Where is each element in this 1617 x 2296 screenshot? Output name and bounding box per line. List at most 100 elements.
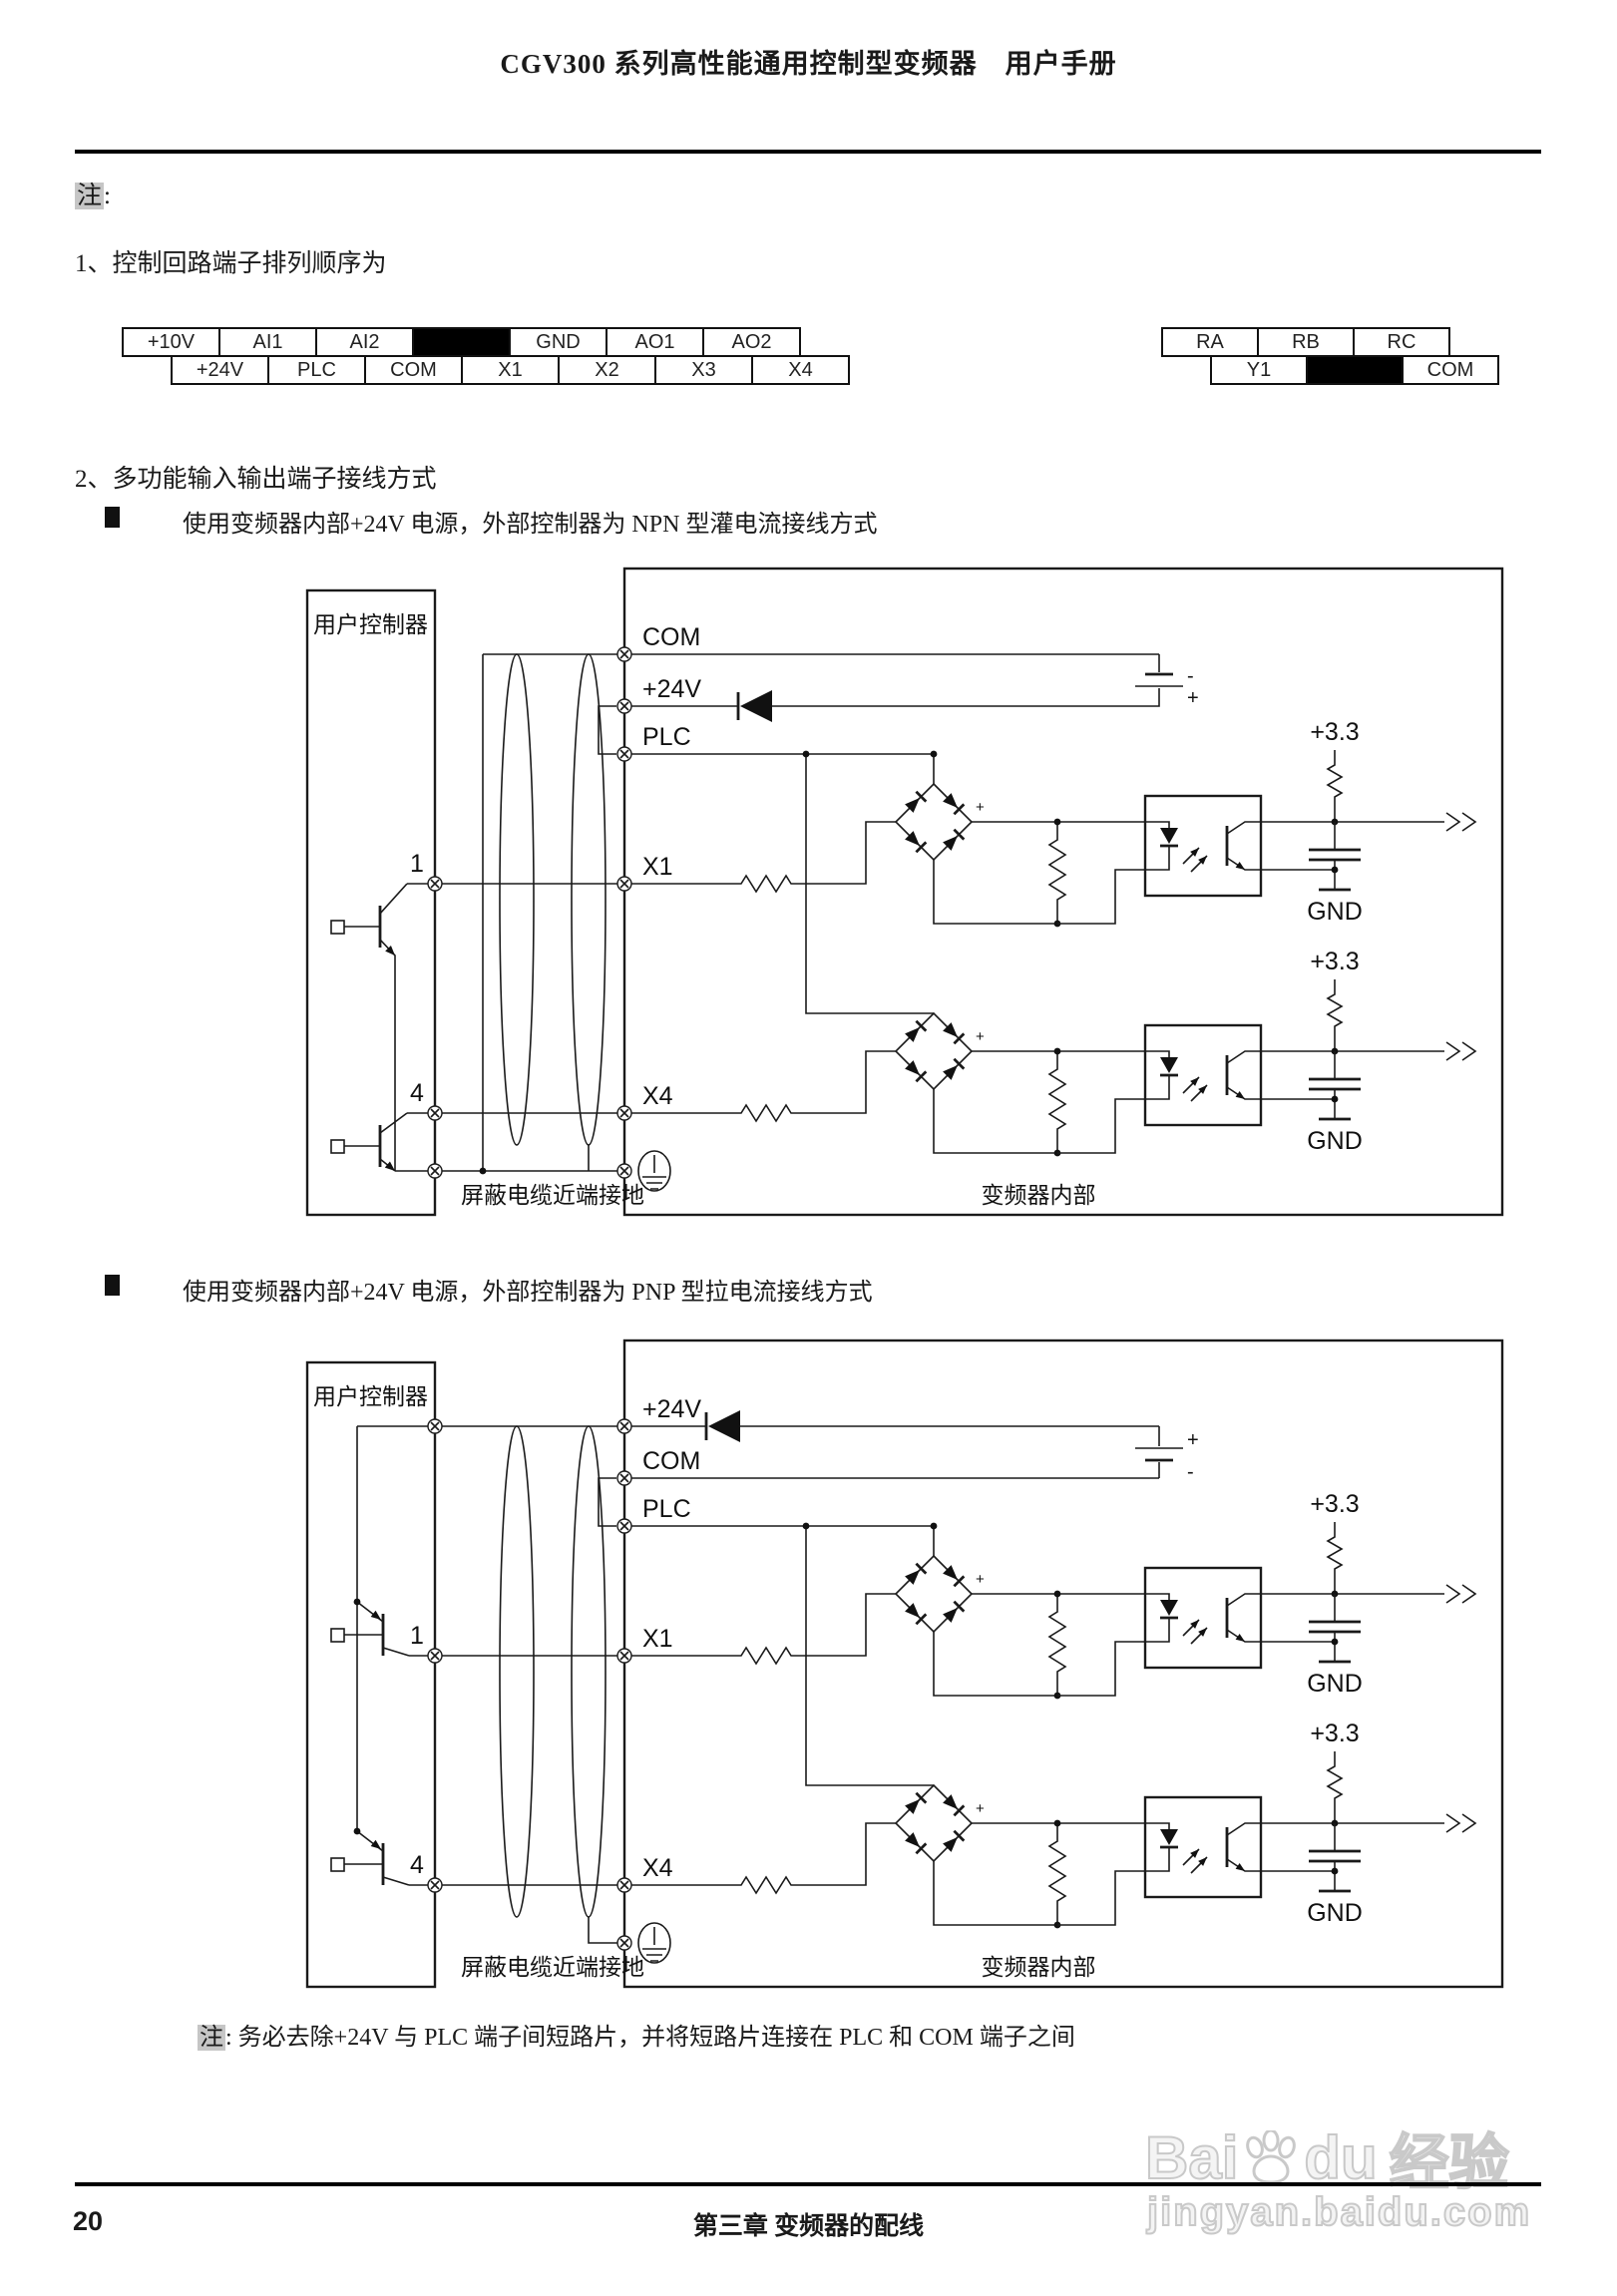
list-item-1: 1、控制回路端子排列顺序为 [75,250,387,277]
optocoupler [1143,1023,1263,1127]
watermark-du: du [1303,2123,1378,2192]
vcc-label: +3.3 [1310,1720,1359,1747]
watermark-bai: Bai [1144,2123,1239,2192]
controller-label: 用户控制器 [313,1383,428,1409]
x1-input-circuit: + +3.3 [407,718,1477,928]
x1-input-circuit: + +3.3 [409,1490,1477,1700]
npn-transistor-4 [330,1112,408,1172]
pnp-transistor-4 [330,1827,410,1886]
wire-label-1: 1 [410,1622,424,1650]
terminal-cell: GND [509,327,607,357]
footer-rule [75,2182,1541,2186]
bullet-pnp: 使用变频器内部+24V 电源，外部控制器为 PNP 型拉电流接线方式 [183,1280,873,1306]
terminal-strip-left-row2: +24V PLC COM X1 X2 X3 X4 [171,355,850,385]
terminal-cell: RB [1257,327,1355,357]
battery-plus: + [1187,687,1199,709]
vcc-label: +3.3 [1310,948,1359,975]
optocoupler [1143,1795,1263,1899]
bullet-square-icon [105,1275,120,1296]
plc-feed [624,750,938,1014]
terminal-label-x4: X4 [642,1082,673,1110]
bridge-plus-mark: + [976,799,985,816]
optocoupler [1143,1566,1263,1670]
gnd-label: GND [1307,1899,1363,1927]
bridge-plus-mark: + [976,1571,985,1588]
gnd-label: GND [1307,898,1363,926]
terminal-strip-left-row1: +10V AI1 AI2 GND AO1 AO2 [122,327,801,357]
gnd-label: GND [1307,1127,1363,1155]
terminal-screws [427,646,632,1179]
battery-minus: - [1187,665,1194,687]
supply-wire [356,1410,1159,1831]
optocoupler [1143,794,1263,898]
battery-minus: - [1187,1461,1194,1483]
inverter-internal-label: 变频器内部 [982,1182,1096,1208]
terminal-cell: Y1 [1210,355,1308,385]
vcc-label: +3.3 [1310,1490,1359,1518]
bridge-plus-mark: + [976,1800,985,1817]
bridge-plus-mark: + [976,1028,985,1045]
terminal-strip-right-row2: Y1 COM [1210,355,1499,385]
list-item-2: 2、多功能输入输出端子接线方式 [75,466,437,493]
wire-label-4: 4 [410,1851,424,1879]
watermark-url: jingyan.baidu.com [1146,2189,1532,2235]
shorting-jumper [598,705,616,755]
terminal-cell-blank [412,327,511,357]
plc-feed [624,1522,938,1786]
supply-diode [624,690,772,722]
bottom-note-text: 务必去除+24V 与 PLC 端子间短路片，并将短路片连接在 PLC 和 COM… [237,2025,1075,2051]
gnd-label: GND [1307,1670,1363,1698]
watermark-jingyan: 经验 [1389,2128,1510,2197]
shield-cable [499,653,606,1171]
baidu-watermark: Bai du 经验 [1144,2114,1510,2201]
inverter-box [622,1339,1504,1989]
terminal-label-com: COM [642,1447,700,1475]
terminal-screws [427,1418,632,1951]
note-heading: 注: [75,176,111,211]
terminal-cell: +24V [171,355,269,385]
battery-plus: + [1187,1429,1199,1451]
header-rule [75,150,1541,154]
terminal-cell: AI2 [315,327,414,357]
npn-transistor-1 [330,883,408,1171]
inverter-internal-label: 变频器内部 [982,1954,1096,1980]
bullet-square-icon [105,507,120,528]
note-label: 注 [75,183,105,209]
terminal-cell: AO2 [702,327,801,357]
inverter-box [622,567,1504,1217]
wire-label-4: 4 [410,1079,424,1107]
pnp-transistor-1 [330,1598,410,1657]
shorting-jumper [598,1477,616,1527]
terminal-label-x1: X1 [642,853,673,881]
shield-cable [499,1425,624,1944]
terminal-label-com: COM [642,623,700,651]
terminal-cell-blank [1306,355,1404,385]
terminal-label-plc: PLC [642,1495,691,1523]
terminal-label-24v: +24V [642,675,701,703]
chapter-footer: 第三章 变频器的配线 [692,2213,925,2240]
shield-ground-label: 屏蔽电缆近端接地 [461,1182,644,1208]
bottom-note: 注: 务必去除+24V 与 PLC 端子间短路片，并将短路片连接在 PLC 和 … [198,2017,1075,2052]
paw-icon [1246,2129,1297,2184]
earth-ground-icon [637,1150,671,1192]
terminal-label-plc: PLC [642,723,691,751]
controller-box [305,588,437,1217]
wire-label-1: 1 [410,850,424,878]
page-title: CGV300 系列高性能通用控制型变频器 用户手册 [500,49,1117,79]
bullet-npn: 使用变频器内部+24V 电源，外部控制器为 NPN 型灌电流接线方式 [183,512,878,538]
terminal-cell: COM [364,355,463,385]
bottom-note-label: 注 [198,2025,225,2051]
terminal-cell: X2 [558,355,656,385]
com-wire [482,653,1159,1171]
diagram-pnp-wiring: 用户控制器 + - [305,1339,1504,1989]
terminal-cell: RA [1161,327,1259,357]
terminal-cell: X3 [654,355,753,385]
terminal-cell: AO1 [606,327,704,357]
terminal-cell: RC [1353,327,1450,357]
shield-ground-label: 屏蔽电缆近端接地 [461,1954,644,1980]
battery-symbol: - + [772,654,1199,709]
terminal-cell: +10V [122,327,220,357]
note-colon: : [104,183,111,209]
controller-label: 用户控制器 [313,611,428,637]
